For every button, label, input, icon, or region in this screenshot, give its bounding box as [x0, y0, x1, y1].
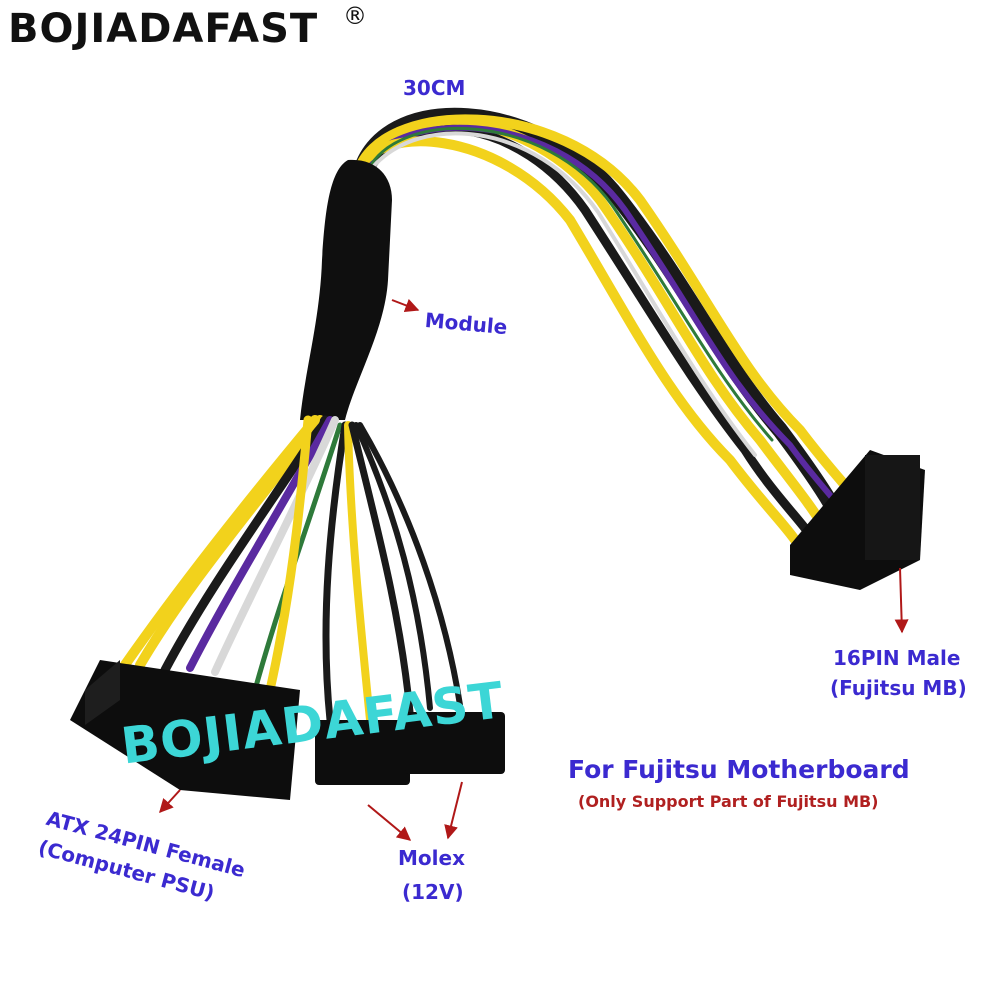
- module-sleeve: [300, 159, 392, 421]
- fanout-wires: [115, 415, 463, 724]
- male-connector-label: 16PIN Male: [833, 646, 961, 670]
- registered-mark: ®: [343, 2, 367, 30]
- main-cable-bundle: [350, 107, 870, 545]
- male-connector-sublabel: (Fujitsu MB): [830, 676, 967, 700]
- molex-connector-1: [315, 720, 410, 785]
- molex-label: Molex: [398, 846, 465, 870]
- annotation-arrows: [159, 298, 909, 841]
- 16pin-male-connector: [790, 450, 925, 590]
- molex-sublabel: (12V): [402, 880, 464, 904]
- atx-24pin-connector: [70, 660, 300, 800]
- compatibility-note: (Only Support Part of Fujitsu MB): [578, 792, 879, 811]
- compatibility-title: For Fujitsu Motherboard: [568, 755, 910, 784]
- brand-logo: BOJIADAFAST: [8, 6, 319, 52]
- molex-connector-2: [405, 712, 505, 774]
- cable-length-label: 30CM: [403, 76, 466, 100]
